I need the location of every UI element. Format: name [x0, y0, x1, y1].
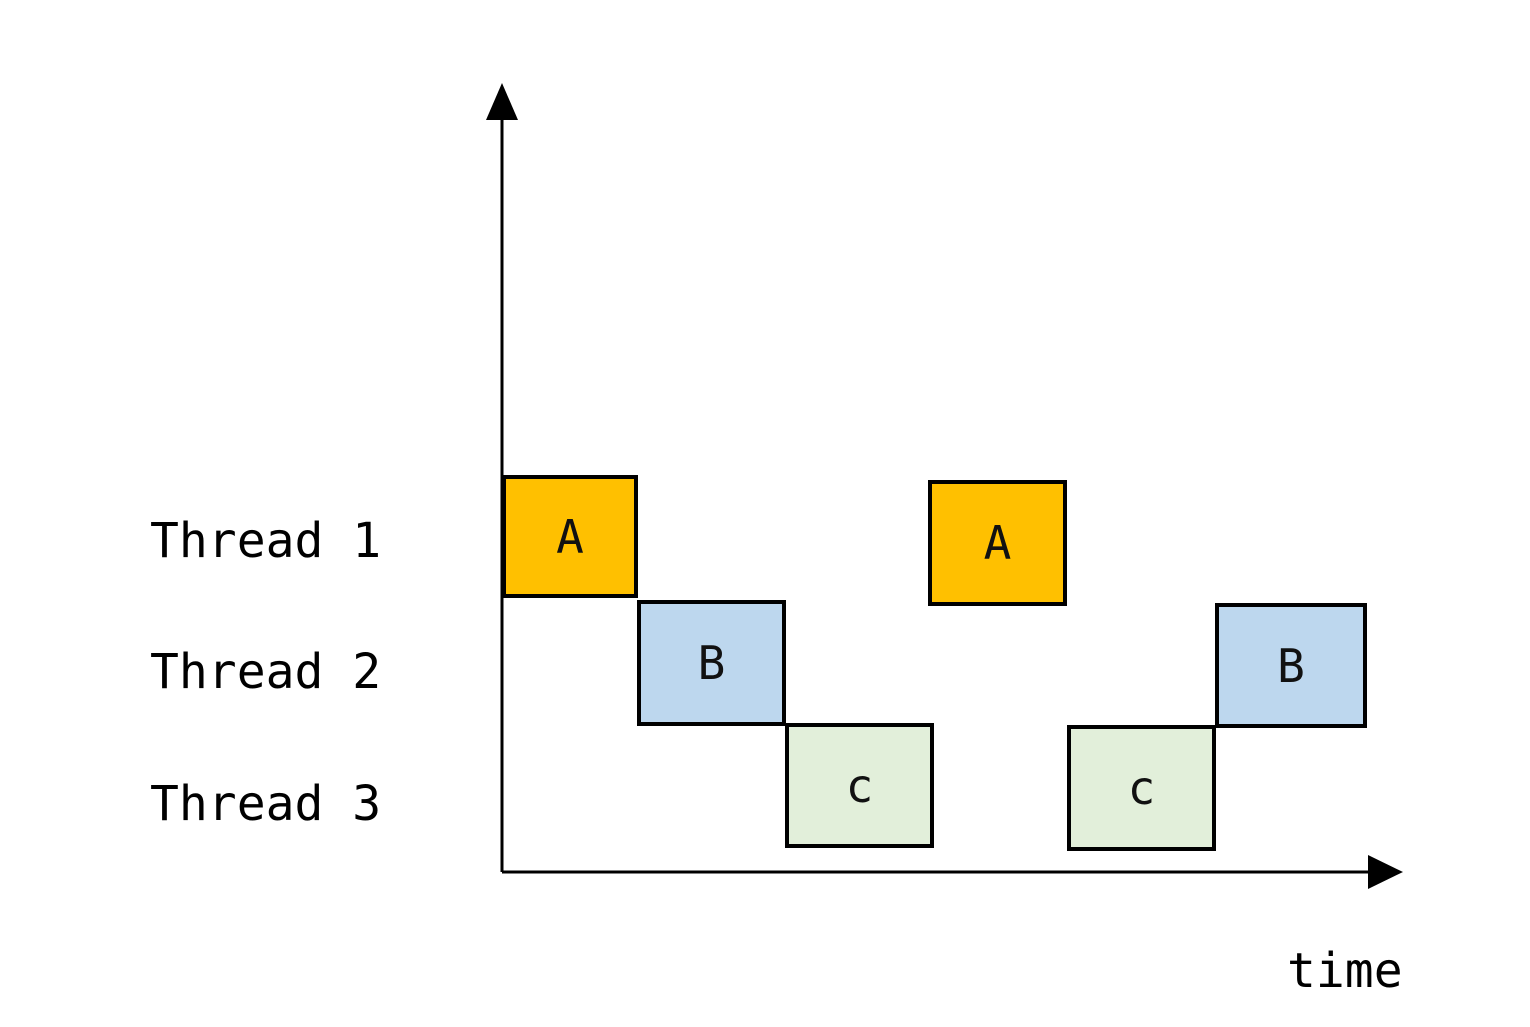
task-block-b1: B [637, 600, 786, 726]
y-axis-arrowhead-icon [486, 83, 518, 120]
task-block-a1: A [502, 475, 638, 598]
thread-1-label: Thread 1 [150, 513, 382, 569]
task-block-c1: c [785, 723, 934, 848]
task-block-c2: c [1067, 725, 1216, 851]
task-block-a2: A [928, 480, 1067, 606]
thread-3-label: Thread 3 [150, 776, 382, 832]
x-axis-label: time [1287, 943, 1403, 999]
x-axis-arrowhead-icon [1368, 855, 1403, 889]
task-block-b2: B [1215, 603, 1367, 728]
thread-2-label: Thread 2 [150, 644, 382, 700]
